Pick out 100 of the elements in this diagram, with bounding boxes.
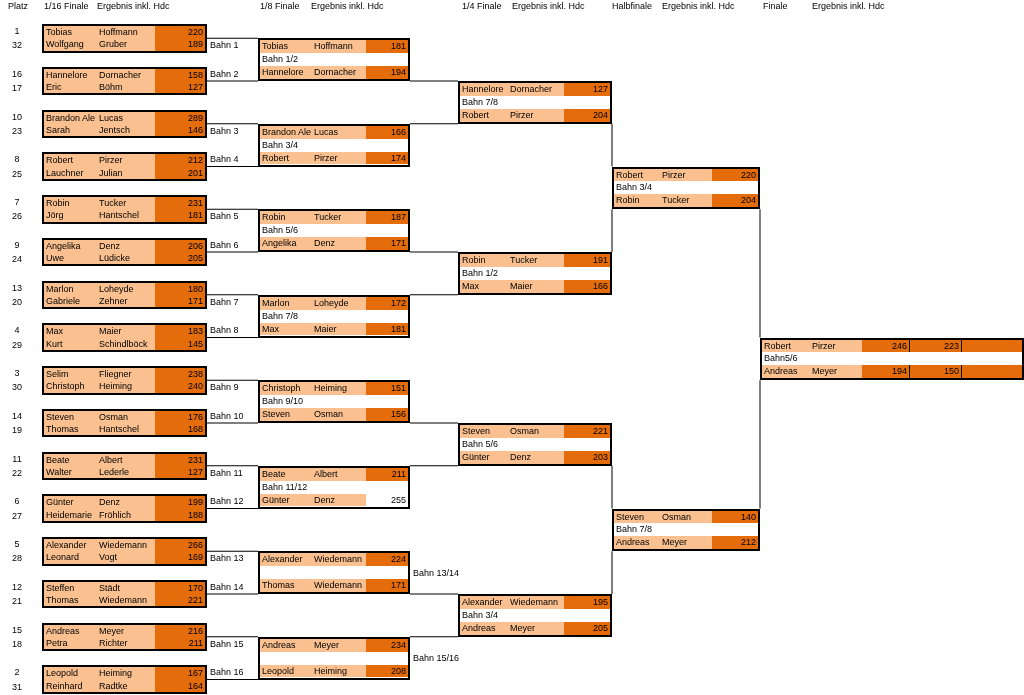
first-name: Robert <box>460 108 508 122</box>
match-box <box>258 380 410 423</box>
score: 194 <box>366 66 408 79</box>
last-name: Meyer <box>97 624 155 637</box>
seed-number: 12 <box>12 580 22 594</box>
score: 166 <box>366 125 408 139</box>
lane-label: Bahn 13 <box>210 552 244 566</box>
score: 181 <box>366 40 408 54</box>
last-name: Lucas <box>312 125 366 139</box>
first-name: Christoph <box>260 382 312 396</box>
last-name: Denz <box>508 450 564 464</box>
lane-label: Bahn 9/10 <box>261 395 305 409</box>
lane-label: Bahn 4 <box>210 153 239 167</box>
first-name: Robert <box>44 154 97 167</box>
last-name: Pirzer <box>97 154 155 167</box>
score: 156 <box>366 408 408 421</box>
seed-number: 32 <box>12 39 22 53</box>
first-name: Max <box>260 322 312 336</box>
score: 168 <box>155 423 205 436</box>
lane-label: Bahn 11 <box>210 466 243 480</box>
score: 216 <box>155 624 205 637</box>
score: 220 <box>155 26 205 39</box>
last-name: Vogt <box>97 551 155 564</box>
lane-label: Bahn 6 <box>210 238 239 252</box>
seed-number: 14 <box>12 409 22 423</box>
first-name: Alexander <box>460 596 508 609</box>
last-name: Loheyde <box>312 296 366 310</box>
last-name: Dornacher <box>508 83 564 96</box>
bracket-line <box>611 208 613 253</box>
score: 199 <box>155 496 205 509</box>
score: 169 <box>155 551 205 564</box>
first-name: Hannelore <box>260 66 312 79</box>
first-name: Christoph <box>44 380 97 393</box>
last-name: Meyer <box>508 621 564 635</box>
last-name: Denz <box>97 239 155 252</box>
last-name: Dornacher <box>97 68 155 81</box>
last-name: Tucker <box>312 211 366 225</box>
last-name: Heiming <box>97 380 155 393</box>
bracket-line <box>206 166 259 167</box>
score: 171 <box>366 237 408 250</box>
seed-number: 24 <box>12 253 22 266</box>
bracket-line <box>206 465 259 467</box>
column-header: Ergebnis inkl. Hdc <box>512 0 585 12</box>
score: 238 <box>155 368 205 381</box>
lane-label: Bahn 7/8 <box>615 523 654 537</box>
seed-number: 31 <box>12 680 22 694</box>
seed-number: 29 <box>12 338 22 352</box>
match-box <box>258 294 410 338</box>
seed-number: 6 <box>14 495 20 509</box>
bracket-line <box>409 593 459 595</box>
last-name: Maier <box>312 322 366 336</box>
last-name: Lucas <box>97 111 155 124</box>
lane-label: Bahn 1 <box>210 39 239 53</box>
first-name: Max <box>44 325 97 338</box>
bracket-line <box>206 379 259 381</box>
column-header: 1/4 Finale <box>462 0 502 12</box>
last-name: Denz <box>97 496 155 509</box>
bracket-line <box>409 294 459 296</box>
first-name: Angelika <box>44 239 97 252</box>
score: 140 <box>712 510 758 524</box>
first-name: Alexander <box>44 539 97 552</box>
last-name: Hantschel <box>97 209 155 222</box>
score: 180 <box>155 282 205 295</box>
match-box <box>42 24 207 53</box>
score: 212 <box>155 154 205 167</box>
last-name: Pirzer <box>660 168 712 182</box>
score: 167 <box>155 667 205 680</box>
last-name: Pirzer <box>312 151 366 165</box>
first-name: Selim <box>44 368 97 381</box>
first-name: Günter <box>260 493 312 507</box>
score: 205 <box>155 252 205 265</box>
match-box <box>42 408 207 438</box>
last-name: Denz <box>312 493 366 507</box>
seed-number: 5 <box>14 538 20 551</box>
lane-label: Bahn 10 <box>210 409 244 423</box>
match-box <box>42 366 207 395</box>
last-name: Meyer <box>810 365 862 379</box>
score: 211 <box>366 467 408 481</box>
column-header: Finale <box>763 0 788 12</box>
match-box <box>42 152 207 181</box>
score: 224 <box>366 553 408 567</box>
match-box <box>258 465 410 509</box>
lane-label: Bahn5/6 <box>763 352 799 366</box>
match-box <box>42 280 207 309</box>
score: 203 <box>564 450 610 464</box>
match-box <box>42 579 207 609</box>
score: 187 <box>366 211 408 225</box>
bracket-line <box>206 80 259 82</box>
last-name: Böhm <box>97 81 155 94</box>
bracket-line <box>206 337 259 338</box>
seed-number: 17 <box>12 82 22 95</box>
score: 289 <box>155 111 205 124</box>
match-box <box>258 38 410 81</box>
column-header: Ergebnis inkl. Hdc <box>311 0 384 12</box>
first-name: Wolfgang <box>44 38 97 51</box>
bracket-line <box>409 123 459 125</box>
seed-number: 16 <box>12 67 22 81</box>
match-box <box>458 252 612 295</box>
seed-number: 20 <box>12 295 22 309</box>
match-box <box>42 66 207 96</box>
